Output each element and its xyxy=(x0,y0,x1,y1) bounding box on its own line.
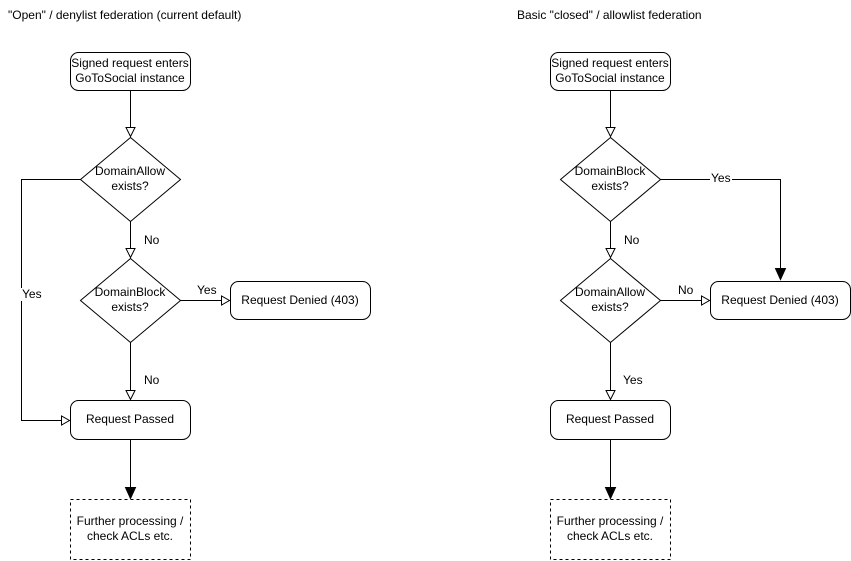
arrowhead-open-icon xyxy=(125,390,136,401)
arrowhead-open-icon xyxy=(221,295,231,306)
diagram-open-title: "Open" / denylist federation (current de… xyxy=(8,8,242,22)
edge-label-no: No xyxy=(677,283,695,297)
edge-label-no: No xyxy=(623,233,641,247)
edge-label-no: No xyxy=(143,233,161,247)
further-node-label: Further processing / check ACLs etc. xyxy=(556,514,664,543)
arrowhead-open-icon xyxy=(701,295,711,306)
decision-domainallow-label: DomainAllow exists? xyxy=(94,164,166,193)
arrowhead-filled-icon xyxy=(604,487,617,500)
denied-node-box xyxy=(230,281,371,320)
denied-node-label: Request Denied (403) xyxy=(721,292,839,307)
arrowhead-filled-icon xyxy=(774,268,787,281)
arrowhead-open-icon xyxy=(125,127,136,138)
decision-domainblock-label: DomainBlock exists? xyxy=(94,285,166,314)
diagram-open-shapes xyxy=(21,52,371,560)
arrowhead-open-icon xyxy=(605,127,616,138)
arrowhead-open-icon xyxy=(125,248,136,259)
start-node-label: Signed request enters GoToSocial instanc… xyxy=(551,56,669,85)
arrowhead-open-icon xyxy=(605,248,616,259)
passed-node-label: Request Passed xyxy=(565,412,655,426)
decision-domainallow-label: DomainAllow exists? xyxy=(574,285,646,314)
further-node-label: Further processing / check ACLs etc. xyxy=(76,514,184,543)
denied-node-label: Request Denied (403) xyxy=(241,292,359,307)
edge-label-yes: Yes xyxy=(622,373,644,387)
yes-corner-line xyxy=(660,179,781,270)
edge-label-yes: Yes xyxy=(21,287,43,301)
edge-label-yes: Yes xyxy=(196,283,218,297)
arrowhead-open-icon xyxy=(605,390,616,401)
passed-node-label: Request Passed xyxy=(85,412,175,426)
start-node-label: Signed request enters GoToSocial instanc… xyxy=(71,56,189,85)
further-node-box xyxy=(70,499,191,560)
edge-label-yes: Yes xyxy=(710,171,732,185)
diagram-closed-title: Basic "closed" / allowlist federation xyxy=(517,8,702,22)
arrowhead-open-icon xyxy=(61,415,71,426)
arrowhead-filled-icon xyxy=(124,487,137,500)
edge-label-no: No xyxy=(143,373,161,387)
further-node-box xyxy=(550,499,671,560)
diagram-closed-shapes xyxy=(550,52,851,560)
decision-domainblock-label: DomainBlock exists? xyxy=(574,164,646,193)
